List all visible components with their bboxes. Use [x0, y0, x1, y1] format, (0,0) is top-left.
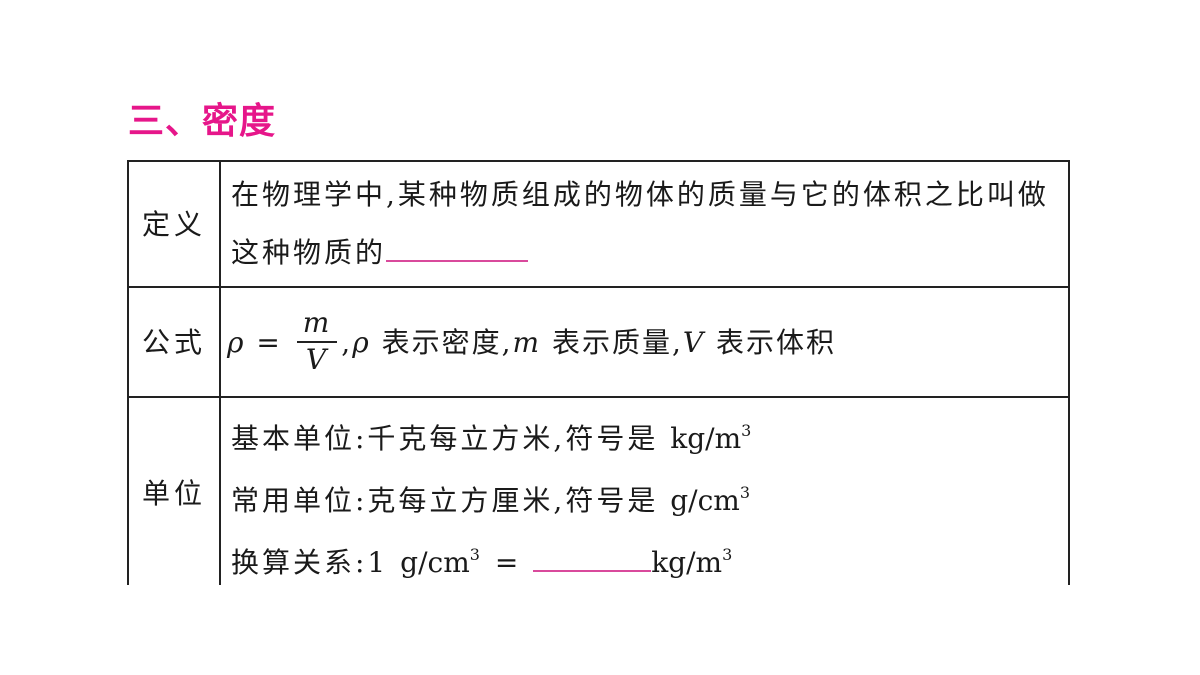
table-row-formula: 公式 ρ = m V , ρ 表示密度, m 表示质量, V 表示体积	[127, 286, 1070, 398]
conversion-exponent: 3	[469, 545, 483, 564]
density-table-container: 定义 在物理学中,某种物质组成的物体的质量与它的体积之比叫做这种物质的 公式 ρ…	[127, 160, 1070, 585]
common-unit-line: 常用单位:克每立方厘米,符号是 g/cm3	[231, 462, 1058, 524]
v-description: 表示体积	[705, 325, 836, 359]
formula-separator: ,	[341, 325, 353, 359]
definition-label: 定义	[127, 160, 221, 288]
basic-unit-line: 基本单位:千克每立方米,符号是 kg/m3	[231, 400, 1058, 462]
unit-label: 单位	[127, 396, 221, 585]
section-title: 三、密度	[128, 101, 277, 142]
conversion-result-exponent: 3	[722, 545, 736, 564]
v-symbol: V	[682, 325, 706, 359]
basic-unit-symbol: kg/m	[670, 422, 742, 455]
density-formula: ρ = m V , ρ 表示密度, m 表示质量, V 表示体积	[227, 307, 1058, 376]
formula-label: 公式	[127, 286, 221, 398]
basic-unit-text: 基本单位:千克每立方米,符号是	[231, 422, 671, 455]
conversion-symbol: g/cm	[400, 546, 470, 579]
conversion-text: 换算关系:1	[231, 546, 401, 579]
conversion-answer-blank[interactable]	[533, 542, 652, 572]
common-unit-symbol: g/cm	[670, 484, 740, 517]
conversion-result-unit: kg/m	[651, 546, 723, 579]
definition-text: 在物理学中,某种物质组成的物体的质量与它的体积之比叫做这种物质的	[231, 178, 1049, 269]
conversion-equals: =	[482, 546, 534, 579]
basic-unit-exponent: 3	[741, 421, 755, 440]
conversion-line: 换算关系:1 g/cm3 = kg/m3	[231, 524, 1058, 585]
definition-cell: 在物理学中,某种物质组成的物体的质量与它的体积之比叫做这种物质的	[219, 160, 1070, 288]
table-row-unit: 单位 基本单位:千克每立方米,符号是 kg/m3 常用单位:克每立方厘米,符号是…	[127, 396, 1070, 585]
common-unit-text: 常用单位:克每立方厘米,符号是	[231, 484, 671, 517]
rho-description: 表示密度,	[370, 325, 513, 359]
common-unit-exponent: 3	[739, 483, 754, 502]
density-table: 定义 在物理学中,某种物质组成的物体的质量与它的体积之比叫做这种物质的 公式 ρ…	[127, 160, 1070, 585]
fraction-denominator: V	[305, 343, 329, 376]
formula-cell: ρ = m V , ρ 表示密度, m 表示质量, V 表示体积	[219, 286, 1070, 398]
rho-symbol-desc: ρ	[352, 325, 371, 359]
rho-symbol: ρ	[227, 325, 246, 359]
mass-over-volume-fraction: m V	[296, 307, 338, 376]
table-row-definition: 定义 在物理学中,某种物质组成的物体的质量与它的体积之比叫做这种物质的	[127, 160, 1070, 288]
equals-sign: =	[245, 325, 293, 359]
definition-answer-blank[interactable]	[386, 232, 529, 262]
m-symbol: m	[512, 325, 542, 359]
unit-cell: 基本单位:千克每立方米,符号是 kg/m3 常用单位:克每立方厘米,符号是 g/…	[219, 396, 1070, 585]
m-description: 表示质量,	[541, 325, 683, 359]
fraction-numerator: m	[296, 307, 338, 343]
